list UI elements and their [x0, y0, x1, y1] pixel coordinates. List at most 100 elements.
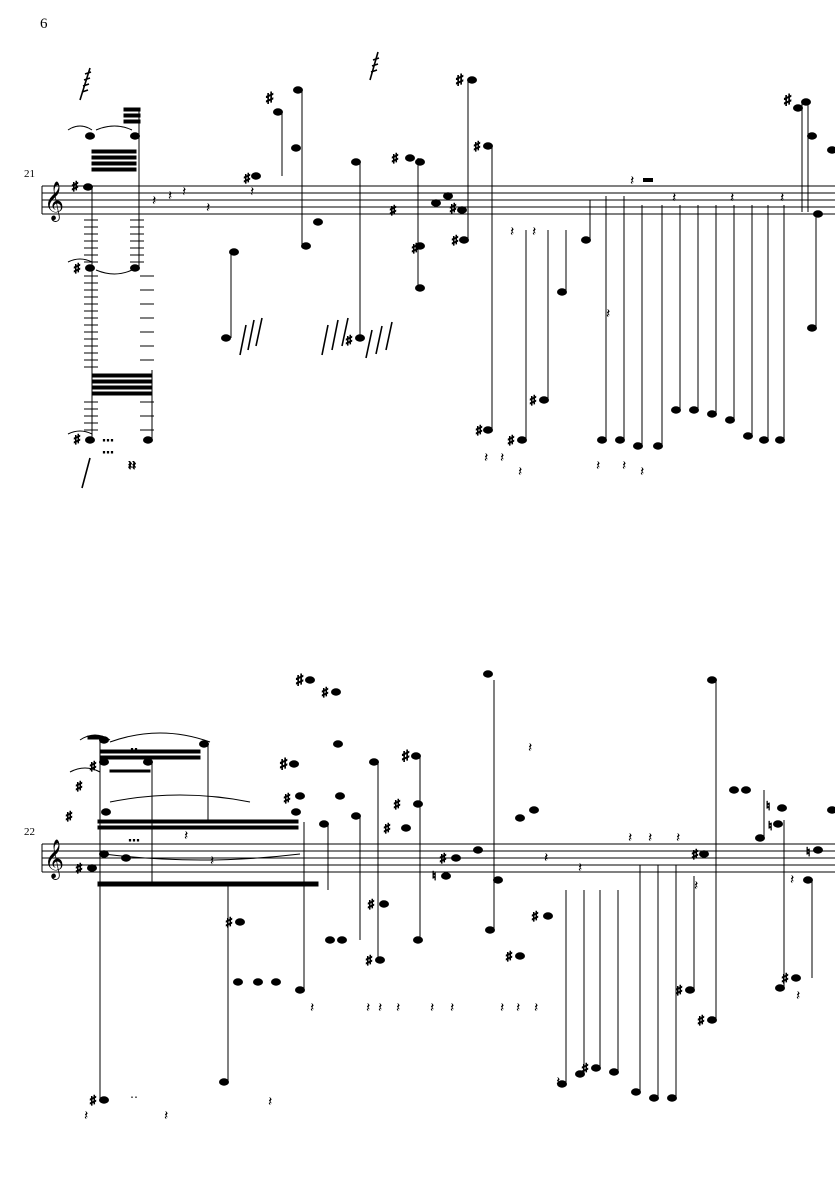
- svg-text:♯: ♯: [412, 241, 418, 255]
- svg-text:♯: ♯: [402, 749, 410, 764]
- svg-text:𝄽: 𝄽: [534, 1000, 538, 1016]
- svg-text:♮: ♮: [766, 799, 770, 813]
- ledger-lines-group-1: [84, 219, 154, 431]
- svg-text:♯: ♯: [74, 261, 80, 275]
- svg-text:𝄽: 𝄽: [206, 200, 210, 216]
- svg-text:♯: ♯: [280, 757, 288, 772]
- svg-text:𝄽: 𝄽: [210, 853, 214, 869]
- svg-text:♮: ♮: [806, 845, 810, 859]
- page-number: 6: [40, 16, 48, 32]
- svg-text:♯: ♯: [384, 821, 390, 835]
- svg-text:𝄽: 𝄽: [796, 988, 800, 1004]
- svg-text:𝄽: 𝄽: [528, 740, 532, 756]
- svg-text:♯: ♯: [392, 151, 398, 165]
- svg-text:𝄽: 𝄽: [510, 224, 514, 240]
- svg-text:𝄽: 𝄽: [544, 850, 548, 866]
- svg-text:♯: ♯: [390, 203, 396, 217]
- measure-22-beams: ‥ ⋯: [69, 732, 319, 1100]
- measure-21-notes: ♯ ♯ ♯ ♯ ♯ ♯ ♯ ♯ ♯ ♯ ♯ ♯ ♯: [221, 73, 835, 450]
- svg-text:♯: ♯: [530, 393, 536, 407]
- svg-text:𝄽: 𝄽: [516, 1000, 520, 1016]
- svg-text:♯: ♯: [532, 909, 538, 923]
- svg-text:𝄽: 𝄽: [730, 190, 734, 206]
- svg-text:♯: ♯: [244, 171, 250, 185]
- svg-text:𝄽: 𝄽: [596, 458, 600, 474]
- tremolo-marks: [79, 51, 393, 489]
- svg-text:𝄽: 𝄽: [790, 872, 794, 888]
- svg-text:𝄽: 𝄽: [676, 830, 680, 846]
- svg-text:♯: ♯: [366, 953, 372, 967]
- svg-text:𝄽: 𝄽: [182, 184, 186, 200]
- svg-text:♯: ♯: [698, 1013, 704, 1027]
- svg-text:♯: ♯: [74, 432, 80, 446]
- svg-text:𝄽: 𝄽: [500, 450, 504, 466]
- svg-text:𝄽: 𝄽: [268, 1094, 272, 1110]
- svg-text:♯: ♯: [226, 915, 232, 929]
- svg-text:♯: ♯: [506, 949, 512, 963]
- measure-22-notes: ♯ ♯ ♯ ♯ ♯ ♯ ♯ ♯ ♯ ♯ ♯ ♯ ♯ ♯: [66, 670, 835, 1108]
- svg-text:♯: ♯: [76, 779, 82, 793]
- svg-text:♯: ♯: [266, 91, 274, 106]
- svg-text:𝄽: 𝄽: [484, 450, 488, 466]
- svg-text:♯: ♯: [284, 791, 290, 805]
- svg-text:𝄽: 𝄽: [606, 306, 610, 322]
- svg-text:𝄽: 𝄽: [430, 1000, 434, 1016]
- svg-text:𝄽: 𝄽: [672, 190, 676, 206]
- svg-text:♯: ♯: [784, 93, 792, 108]
- svg-text:𝄽: 𝄽: [184, 828, 188, 844]
- svg-text:𝄽: 𝄽: [500, 1000, 504, 1016]
- treble-clef-icon: 𝄞: [44, 181, 64, 222]
- svg-text:♯: ♯: [474, 139, 480, 153]
- svg-text:♯: ♯: [676, 983, 682, 997]
- svg-text:♯: ♯: [90, 759, 96, 773]
- svg-text:𝄽: 𝄽: [648, 830, 652, 846]
- svg-text:𝄽: 𝄽: [152, 193, 156, 209]
- svg-text:𝄽: 𝄽: [396, 1000, 400, 1016]
- svg-text:♯: ♯: [76, 861, 82, 875]
- svg-text:‥: ‥: [130, 739, 138, 753]
- svg-text:𝄽: 𝄽: [694, 878, 698, 894]
- measure-number-21: 21: [24, 168, 35, 180]
- opening-chord: ♯ ♯ ♯ ⋯: [67, 107, 153, 474]
- svg-text:𝄽: 𝄽: [168, 188, 172, 204]
- svg-text:♯: ♯: [322, 685, 328, 699]
- svg-text:𝄽: 𝄽: [622, 458, 626, 474]
- svg-text:𝄽: 𝄽: [578, 860, 582, 876]
- svg-text:♯: ♯: [66, 809, 72, 823]
- svg-text:♯: ♯: [456, 73, 464, 88]
- svg-text:𝄽: 𝄽: [628, 830, 632, 846]
- treble-clef-icon: 𝄞: [44, 839, 64, 880]
- svg-text:♮: ♮: [768, 819, 772, 833]
- svg-text:♯: ♯: [452, 233, 458, 247]
- svg-text:♯: ♯: [394, 797, 400, 811]
- svg-text:♯: ♯: [450, 201, 456, 215]
- svg-text:𝄽: 𝄽: [164, 1108, 168, 1124]
- svg-text:♯: ♯: [296, 673, 304, 688]
- svg-text:♯: ♯: [582, 1061, 588, 1075]
- svg-text:𝄽: 𝄽: [250, 184, 254, 200]
- svg-text:♯: ♯: [72, 179, 78, 193]
- svg-text:‥: ‥: [130, 1087, 138, 1101]
- svg-text:𝄽: 𝄽: [366, 1000, 370, 1016]
- svg-text:♯: ♯: [346, 333, 352, 347]
- svg-text:𝄽𝄽: 𝄽𝄽: [128, 458, 136, 473]
- svg-text:♯: ♯: [90, 1093, 96, 1107]
- measure-number-22: 22: [24, 826, 35, 838]
- svg-text:𝄽: 𝄽: [640, 464, 644, 480]
- svg-text:♯: ♯: [476, 423, 482, 437]
- svg-text:⋯: ⋯: [102, 445, 114, 459]
- svg-text:𝄽: 𝄽: [630, 173, 634, 189]
- svg-text:𝄽: 𝄽: [532, 224, 536, 240]
- rests: 𝄽 𝄽𝄽 𝄽𝄽 𝄽𝄽𝄽 𝄽𝄽𝄽 𝄽𝄽𝄽𝄽 𝄽𝄽𝄽𝄽𝄽 𝄽𝄽𝄽𝄽 ‥: [84, 740, 800, 1124]
- rests: 𝄽𝄽𝄽 𝄽𝄽 𝄽𝄽 𝄽𝄽 𝄽𝄽𝄽 𝄽𝄽𝄽 𝄽𝄽𝄽: [152, 173, 784, 480]
- svg-text:♯: ♯: [508, 433, 514, 447]
- svg-text:𝄽: 𝄽: [84, 1108, 88, 1124]
- svg-text:♯: ♯: [368, 897, 374, 911]
- svg-text:𝄽: 𝄽: [450, 1000, 454, 1016]
- svg-text:𝄽: 𝄽: [378, 1000, 382, 1016]
- svg-text:♯: ♯: [440, 851, 446, 865]
- svg-text:⋯: ⋯: [102, 433, 114, 447]
- svg-text:♮: ♮: [432, 869, 436, 883]
- svg-text:𝄽: 𝄽: [780, 190, 784, 206]
